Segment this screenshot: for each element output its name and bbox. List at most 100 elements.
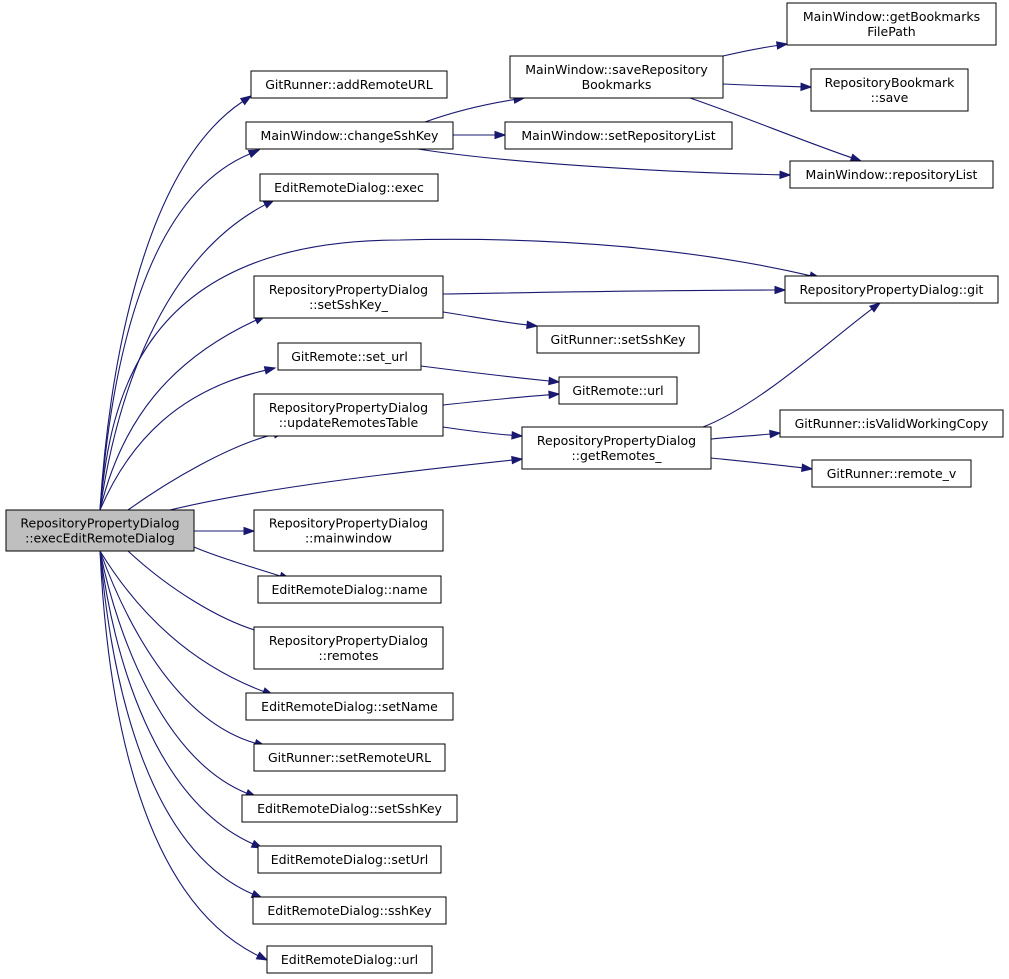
node-label: EditRemoteDialog::setUrl [271, 852, 429, 867]
edge-line [99, 153, 251, 511]
edge-line [99, 550, 264, 693]
node-label: EditRemoteDialog::sshKey [267, 903, 432, 918]
node-label: ::setSshKey_ [309, 297, 389, 312]
node-isValidWorkingCopy[interactable]: GitRunner::isValidWorkingCopy [779, 409, 1004, 438]
node-grSetSshKey[interactable]: GitRunner::setSshKey [536, 325, 700, 354]
node-label: EditRemoteDialog::url [281, 952, 418, 967]
node-label: ::execEditRemoteDialog [25, 531, 175, 546]
node-set_url[interactable]: GitRemote::set_url [277, 342, 422, 371]
edge-line [420, 365, 550, 382]
edge-updateRemotesTable-to-getRemotes_ [442, 426, 524, 440]
edge-line [442, 289, 776, 295]
edge-line [424, 99, 515, 123]
node-erdUrl[interactable]: EditRemoteDialog::url [266, 945, 433, 974]
node-box[interactable] [784, 275, 999, 304]
node-box[interactable] [5, 509, 195, 552]
arrowhead-icon [548, 390, 561, 400]
node-box[interactable] [789, 160, 994, 189]
node-box[interactable] [253, 743, 446, 772]
node-box[interactable] [259, 173, 439, 202]
edge-line [99, 204, 266, 511]
node-box[interactable] [536, 325, 700, 354]
node-box[interactable] [558, 376, 678, 405]
node-label: RepositoryPropertyDialog::git [800, 282, 984, 297]
node-box[interactable] [811, 459, 972, 488]
node-label: RepositoryPropertyDialog [269, 282, 428, 297]
node-box[interactable] [786, 2, 997, 46]
node-setRepositoryList[interactable]: MainWindow::setRepositoryList [504, 121, 733, 150]
edge-setSshKey_-to-git [442, 285, 787, 295]
node-box[interactable] [250, 70, 448, 99]
node-bookmarkSave[interactable]: RepositoryBookmark::save [810, 68, 969, 112]
node-box[interactable] [779, 409, 1004, 438]
node-box[interactable] [252, 896, 447, 925]
node-label: MainWindow::setRepositoryList [521, 128, 715, 143]
arrowhead-icon [263, 366, 277, 375]
edge-root-to-setRemoteURL [99, 550, 267, 748]
node-label: GitRunner::setSshKey [550, 332, 686, 347]
node-label: MainWindow::repositoryList [806, 167, 978, 182]
node-label: GitRemote::set_url [291, 349, 408, 364]
arrowhead-icon [779, 170, 792, 180]
node-box[interactable] [277, 342, 422, 371]
node-mainwindow[interactable]: RepositoryPropertyDialog::mainwindow [253, 509, 444, 552]
node-box[interactable] [241, 794, 458, 823]
node-setRemoteURL[interactable]: GitRunner::setRemoteURL [253, 743, 446, 772]
node-remote_v[interactable]: GitRunner::remote_v [811, 459, 972, 488]
edges-layer [99, 41, 882, 961]
edge-root-to-addRemoteURL [99, 95, 253, 511]
arrowhead-icon [776, 41, 789, 50]
node-box[interactable] [253, 393, 444, 437]
arrowhead-icon [800, 82, 813, 92]
node-root[interactable]: RepositoryPropertyDialog::execEditRemote… [5, 509, 195, 552]
node-box[interactable] [521, 426, 712, 470]
node-remotes[interactable]: RepositoryPropertyDialog::remotes [253, 626, 444, 670]
node-box[interactable] [509, 55, 724, 99]
node-getRemotes_[interactable]: RepositoryPropertyDialog::getRemotes_ [521, 426, 712, 470]
node-box[interactable] [245, 121, 454, 150]
node-git[interactable]: RepositoryPropertyDialog::git [784, 275, 999, 304]
node-box[interactable] [257, 575, 442, 604]
edge-setSshKey_-to-grSetSshKey [442, 311, 539, 330]
node-box[interactable] [253, 626, 444, 670]
node-updateRemotesTable[interactable]: RepositoryPropertyDialog::updateRemotesT… [253, 393, 444, 437]
node-label: RepositoryPropertyDialog [269, 400, 428, 415]
edge-line [710, 433, 771, 440]
node-setUrl[interactable]: EditRemoteDialog::setUrl [257, 845, 442, 874]
node-label: Bookmarks [582, 77, 652, 92]
node-exec[interactable]: EditRemoteDialog::exec [259, 173, 439, 202]
node-label: GitRunner::remote_v [827, 466, 957, 481]
node-setSshKey_[interactable]: RepositoryPropertyDialog::setSshKey_ [253, 275, 444, 319]
node-name[interactable]: EditRemoteDialog::name [257, 575, 442, 604]
edge-line [99, 550, 254, 895]
node-box[interactable] [257, 845, 442, 874]
node-erdSetSshKey[interactable]: EditRemoteDialog::setSshKey [241, 794, 458, 823]
node-repositoryList[interactable]: MainWindow::repositoryList [789, 160, 994, 189]
node-sshKey[interactable]: EditRemoteDialog::sshKey [252, 896, 447, 925]
node-label: ::remotes [319, 648, 379, 663]
node-setName[interactable]: EditRemoteDialog::setName [245, 692, 454, 721]
node-label: GitRunner::isValidWorkingCopy [795, 416, 989, 431]
node-box[interactable] [253, 275, 444, 319]
node-label: RepositoryPropertyDialog [269, 516, 428, 531]
node-label: ::updateRemotesTable [279, 415, 419, 430]
node-label: RepositoryPropertyDialog [20, 516, 179, 531]
node-box[interactable] [266, 945, 433, 974]
node-box[interactable] [253, 509, 444, 552]
node-box[interactable] [245, 692, 454, 721]
arrowhead-icon [255, 951, 269, 961]
node-label: GitRemote::url [572, 383, 663, 398]
arrowhead-icon [511, 430, 524, 440]
node-box[interactable] [504, 121, 733, 150]
edge-root-to-sshKey [99, 550, 264, 899]
arrowhead-icon [548, 376, 561, 386]
node-addRemoteURL[interactable]: GitRunner::addRemoteURL [250, 70, 448, 99]
node-box[interactable] [810, 68, 969, 112]
arrowhead-icon [849, 153, 863, 162]
node-changeSshKey[interactable]: MainWindow::changeSshKey [245, 121, 454, 150]
node-grUrl[interactable]: GitRemote::url [558, 376, 678, 405]
edge-line [99, 369, 266, 511]
